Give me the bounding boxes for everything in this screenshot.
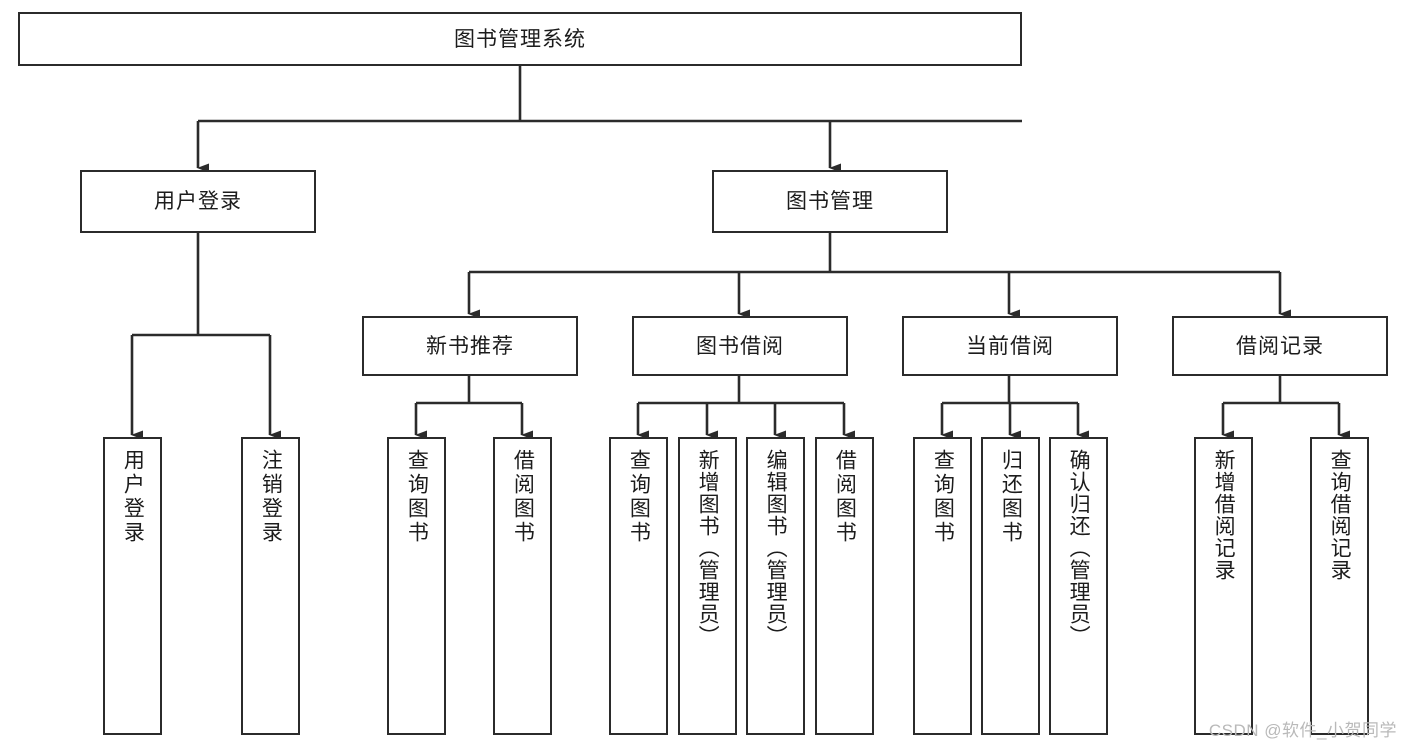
leaf-label: 新增图书（管理员） xyxy=(696,449,720,647)
leaf-book-borrow-add[interactable]: 新增图书（管理员） xyxy=(678,437,737,735)
leaf-label: 查询图书 xyxy=(627,449,651,545)
leaf-book-borrow-borrow[interactable]: 借阅图书 xyxy=(815,437,874,735)
leaf-book-borrow-query[interactable]: 查询图书 xyxy=(609,437,668,735)
leaf-borrow-record-query[interactable]: 查询借阅记录 xyxy=(1310,437,1369,735)
node-current-borrow[interactable]: 当前借阅 xyxy=(902,316,1118,376)
node-user-login[interactable]: 用户登录 xyxy=(80,170,316,233)
leaf-label: 编辑图书（管理员） xyxy=(764,449,788,647)
node-book-borrow[interactable]: 图书借阅 xyxy=(632,316,848,376)
leaf-label: 新增借阅记录 xyxy=(1212,449,1236,581)
leaf-current-borrow-query[interactable]: 查询图书 xyxy=(913,437,972,735)
leaf-label: 注销登录 xyxy=(259,449,283,545)
node-root-system[interactable]: 图书管理系统 xyxy=(18,12,1022,66)
node-borrow-record[interactable]: 借阅记录 xyxy=(1172,316,1388,376)
leaf-new-book-query[interactable]: 查询图书 xyxy=(387,437,446,735)
leaf-borrow-record-add[interactable]: 新增借阅记录 xyxy=(1194,437,1253,735)
leaf-label: 查询借阅记录 xyxy=(1328,449,1352,581)
leaf-label: 用户登录 xyxy=(121,449,145,545)
leaf-label: 借阅图书 xyxy=(511,449,535,545)
leaf-label: 查询图书 xyxy=(931,449,955,545)
node-book-manage[interactable]: 图书管理 xyxy=(712,170,948,233)
leaf-label: 借阅图书 xyxy=(833,449,857,545)
csdn-watermark: CSDN @软件_小贺同学 xyxy=(1208,721,1397,740)
leaf-current-borrow-confirm-return[interactable]: 确认归还（管理员） xyxy=(1049,437,1108,735)
leaf-label: 查询图书 xyxy=(405,449,429,545)
leaf-label: 确认归还（管理员） xyxy=(1067,449,1091,647)
leaf-user-login-login[interactable]: 用户登录 xyxy=(103,437,162,735)
leaf-user-login-logout[interactable]: 注销登录 xyxy=(241,437,300,735)
leaf-new-book-borrow[interactable]: 借阅图书 xyxy=(493,437,552,735)
leaf-current-borrow-return[interactable]: 归还图书 xyxy=(981,437,1040,735)
leaf-label: 归还图书 xyxy=(999,449,1023,545)
node-new-book-recommend[interactable]: 新书推荐 xyxy=(362,316,578,376)
leaf-book-borrow-edit[interactable]: 编辑图书（管理员） xyxy=(746,437,805,735)
